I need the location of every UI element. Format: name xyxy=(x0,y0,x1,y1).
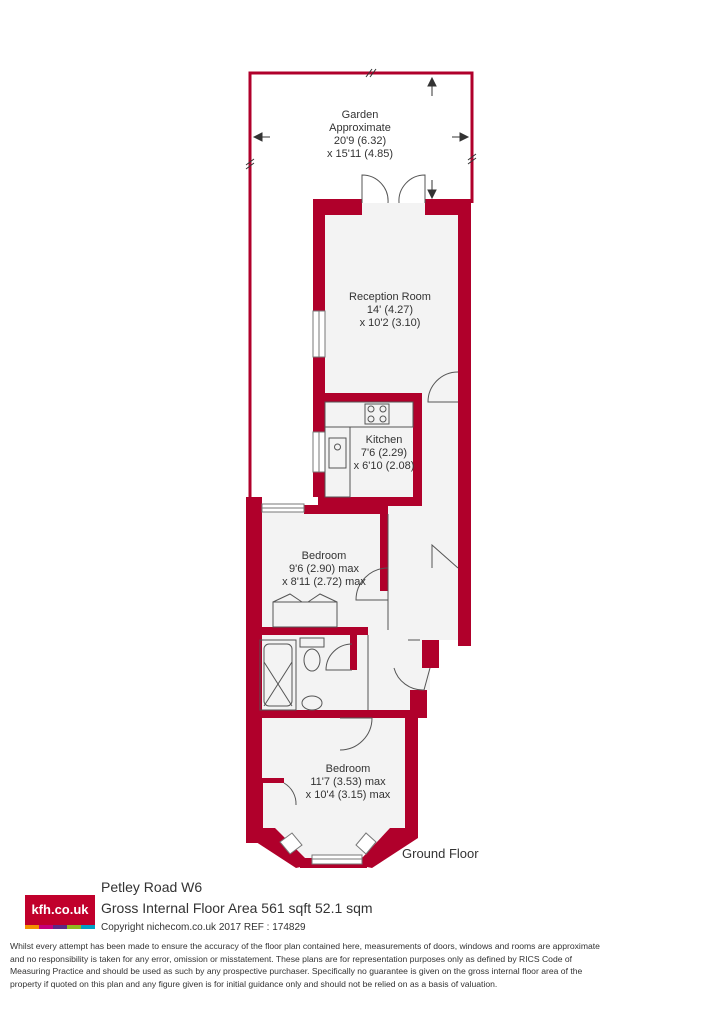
bedroom2-name: Bedroom xyxy=(326,763,371,775)
kitchen-dim1: 7'6 (2.29) xyxy=(361,447,407,459)
garden-label: Garden Approximate 20'9 (6.32) x 15'11 (… xyxy=(327,109,393,160)
copyright: Copyright nichecom.co.uk 2017 REF : 1748… xyxy=(101,922,306,933)
logo-stripe xyxy=(81,925,95,929)
garden-dimension-ticks xyxy=(245,68,477,170)
garden-boundary xyxy=(248,71,474,500)
kitchen-dim2: x 6'10 (2.08) xyxy=(354,460,415,472)
floor-area-text: Gross Internal Floor Area 561 sqft 52.1 … xyxy=(101,900,373,916)
floor-label: Ground Floor xyxy=(402,846,479,861)
logo-stripes xyxy=(25,925,95,929)
bedroom2-dim2: x 10'4 (3.15) max xyxy=(306,789,391,801)
kitchen-name: Kitchen xyxy=(366,434,403,446)
logo-stripe xyxy=(25,925,39,929)
interior-lines xyxy=(367,514,420,710)
reception-name: Reception Room xyxy=(349,291,431,303)
reception-label: Reception Room 14' (4.27) x 10'2 (3.10) xyxy=(349,291,431,329)
wardrobe xyxy=(272,593,338,628)
bedroom2-label: Bedroom 11'7 (3.53) max x 10'4 (3.15) ma… xyxy=(306,763,391,801)
logo-stripe xyxy=(39,925,53,929)
doors xyxy=(283,174,459,806)
logo-text: kfh.co.uk xyxy=(31,902,89,917)
garden-dim1: 20'9 (6.32) xyxy=(334,135,386,147)
garden-dim2: x 15'11 (4.85) xyxy=(327,148,393,160)
property-address: Petley Road W6 xyxy=(101,879,203,895)
bathroom-fittings xyxy=(259,637,325,711)
kitchen-label: Kitchen 7'6 (2.29) x 6'10 (2.08) xyxy=(354,434,415,472)
bedroom1-dim2: x 8'11 (2.72) max xyxy=(282,576,366,588)
logo-stripe xyxy=(53,925,67,929)
bedroom1-dim1: 9'6 (2.90) max xyxy=(289,563,359,575)
kfh-logo[interactable]: kfh.co.uk xyxy=(25,895,95,929)
reception-dim1: 14' (4.27) xyxy=(367,304,413,316)
disclaimer: Whilst every attempt has been made to en… xyxy=(10,941,600,990)
bedroom2-dim1: 11'7 (3.53) max xyxy=(310,776,386,788)
reception-dim2: x 10'2 (3.10) xyxy=(360,317,421,329)
bedroom1-label: Bedroom 9'6 (2.90) max x 8'11 (2.72) max xyxy=(282,550,366,588)
garden-line2: Approximate xyxy=(329,122,391,134)
garden-arrows xyxy=(252,76,470,200)
logo-stripe xyxy=(67,925,81,929)
bedroom1-name: Bedroom xyxy=(302,550,347,562)
garden-name: Garden xyxy=(342,109,379,121)
kitchen-fittings xyxy=(324,401,414,498)
